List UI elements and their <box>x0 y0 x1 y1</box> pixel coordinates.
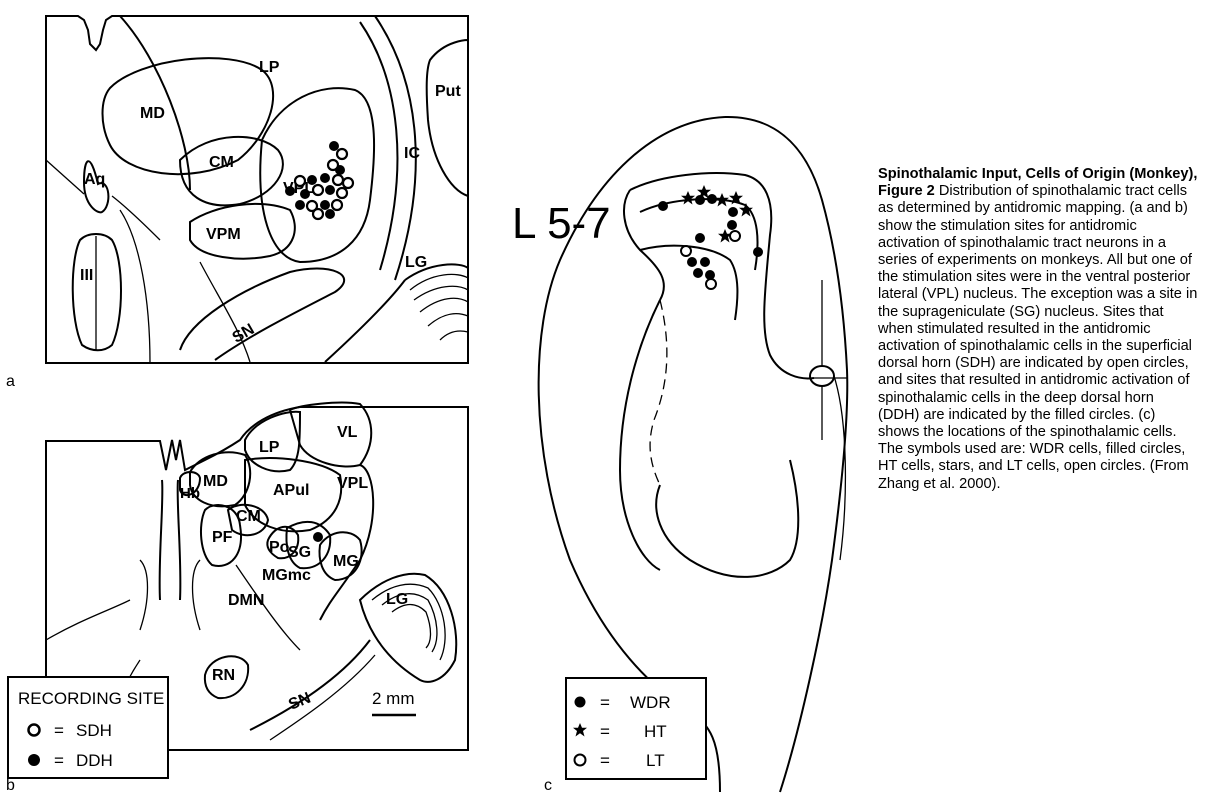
label-DMN: DMN <box>228 592 264 609</box>
label-Hb: Hb <box>180 485 200 502</box>
label-LG: LG <box>405 254 427 271</box>
wdr-cell <box>728 207 738 217</box>
label-VPL: VPL <box>337 475 368 492</box>
legend-eq: = <box>600 693 610 712</box>
ddh-site <box>325 185 335 195</box>
label-VPM: VPM <box>206 226 241 243</box>
wdr-cell <box>695 195 705 205</box>
label-MD: MD <box>203 473 228 490</box>
ddh-site <box>285 186 295 196</box>
legend-sdh: SDH <box>76 721 112 740</box>
lt-cell <box>730 231 740 241</box>
ddh-site <box>313 532 323 542</box>
label-APul: APul <box>273 482 309 499</box>
sdh-site <box>337 149 347 159</box>
label-Put: Put <box>435 83 461 100</box>
ddh-site <box>300 189 310 199</box>
label-MD: MD <box>140 105 165 122</box>
label-LP: LP <box>259 59 280 76</box>
wdr-cell <box>700 257 710 267</box>
panel-label-b: b <box>6 777 15 793</box>
wdr-cell <box>707 194 717 204</box>
filled-circle-icon <box>575 697 586 708</box>
legend-title: RECORDING SITE <box>18 689 164 708</box>
scale-bar-label: 2 mm <box>372 689 415 708</box>
panel-a-drawing <box>46 16 468 363</box>
label-SG: SG <box>288 544 311 561</box>
panel-b-labels: VL LP MD Hb APul VPL CM PF Po SG MG MGmc… <box>180 424 408 714</box>
label-CM: CM <box>209 154 234 171</box>
caption-body: Distribution of spinothalamic tract cell… <box>878 183 1197 491</box>
filled-circle-icon <box>28 754 40 766</box>
wdr-cell <box>687 257 697 267</box>
legend-cell-types: = WDR = HT = LT <box>566 678 706 779</box>
wdr-cell <box>658 201 668 211</box>
wdr-cell <box>727 220 737 230</box>
open-circle-icon <box>29 725 40 736</box>
ddh-site <box>329 141 339 151</box>
sdh-site <box>337 188 347 198</box>
legend-recording-site: RECORDING SITE = SDH = DDH <box>8 677 168 778</box>
panel-a-sites <box>285 141 353 219</box>
open-circle-icon <box>575 755 586 766</box>
lt-cell <box>706 279 716 289</box>
ddh-site <box>307 175 317 185</box>
label-RN: RN <box>212 667 235 684</box>
label-Aq: Aq <box>84 171 105 188</box>
ddh-site <box>320 200 330 210</box>
sdh-site <box>332 200 342 210</box>
label-CM: CM <box>236 508 261 525</box>
label-IC: IC <box>404 145 420 162</box>
wdr-cell <box>695 233 705 243</box>
label-VL: VL <box>337 424 358 441</box>
ddh-site <box>325 209 335 219</box>
legend-wdr: WDR <box>630 693 671 712</box>
ddh-site <box>295 200 305 210</box>
sdh-site <box>333 175 343 185</box>
label-SN: SN <box>286 690 313 714</box>
legend-ht: HT <box>644 722 667 741</box>
label-Po: Po <box>269 539 290 556</box>
label-MGmc: MGmc <box>262 567 311 584</box>
legend-eq: = <box>600 722 610 741</box>
legend-lt: LT <box>646 751 665 770</box>
panel-c-cells <box>658 185 763 289</box>
label-LG: LG <box>386 591 408 608</box>
legend-eq: = <box>54 751 64 770</box>
label-MG: MG <box>333 553 359 570</box>
segment-label: L 5-7 <box>512 199 611 248</box>
wdr-cell <box>753 247 763 257</box>
lt-cell <box>681 246 691 256</box>
scale-bar: 2 mm <box>372 689 416 715</box>
legend-eq: = <box>600 751 610 770</box>
legend-eq: = <box>54 721 64 740</box>
panel-label-c: c <box>544 777 552 793</box>
figure-caption: Spinothalamic Input, Cells of Origin (Mo… <box>878 166 1198 493</box>
sdh-site <box>295 176 305 186</box>
wdr-cell <box>693 268 703 278</box>
label-LP: LP <box>259 439 280 456</box>
panel-a-labels: LP MD Put IC CM VPL Aq VPM III LG SN <box>80 59 461 347</box>
label-III: III <box>80 267 93 284</box>
ddh-site <box>320 173 330 183</box>
sdh-site <box>313 209 323 219</box>
sdh-site <box>328 160 338 170</box>
legend-ddh: DDH <box>76 751 113 770</box>
ht-cell <box>681 191 695 205</box>
label-PF: PF <box>212 529 233 546</box>
sdh-site <box>343 178 353 188</box>
sdh-site <box>313 185 323 195</box>
panel-label-a: a <box>6 373 15 390</box>
